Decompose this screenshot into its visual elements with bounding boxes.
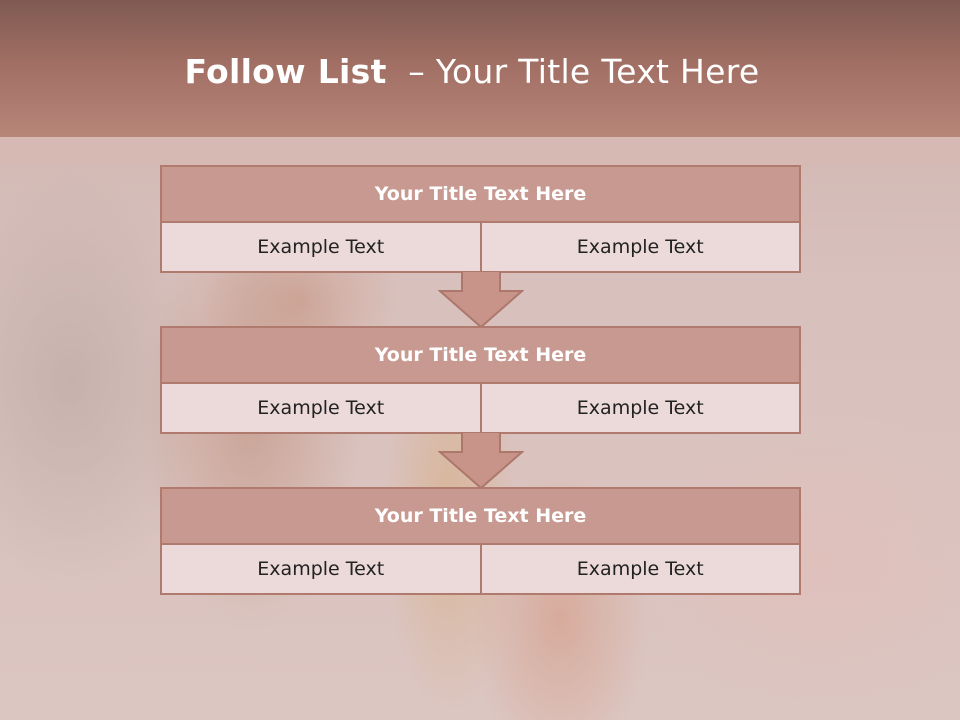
- block-cell-left: Example Text: [162, 223, 480, 271]
- block-row: Example Text Example Text: [162, 545, 799, 593]
- header-subband: [0, 137, 960, 165]
- slide-title-rest: – Your Title Text Here: [408, 52, 760, 91]
- list-block-2: Your Title Text Here Example Text Exampl…: [160, 326, 801, 434]
- block-row: Example Text Example Text: [162, 223, 799, 271]
- block-cell-left: Example Text: [162, 545, 480, 593]
- block-title: Your Title Text Here: [162, 167, 799, 223]
- block-cell-right: Example Text: [479, 545, 799, 593]
- slide-title-bold: Follow List: [184, 52, 387, 91]
- header-band: [0, 0, 960, 137]
- block-cell-left: Example Text: [162, 384, 480, 432]
- down-arrow-icon: [438, 432, 524, 490]
- block-title: Your Title Text Here: [162, 328, 799, 384]
- block-row: Example Text Example Text: [162, 384, 799, 432]
- list-block-1: Your Title Text Here Example Text Exampl…: [160, 165, 801, 273]
- block-cell-right: Example Text: [479, 384, 799, 432]
- block-title: Your Title Text Here: [162, 489, 799, 545]
- list-block-3: Your Title Text Here Example Text Exampl…: [160, 487, 801, 595]
- block-cell-right: Example Text: [479, 223, 799, 271]
- slide-title: Follow List – Your Title Text Here: [0, 52, 944, 91]
- down-arrow-icon: [438, 271, 524, 329]
